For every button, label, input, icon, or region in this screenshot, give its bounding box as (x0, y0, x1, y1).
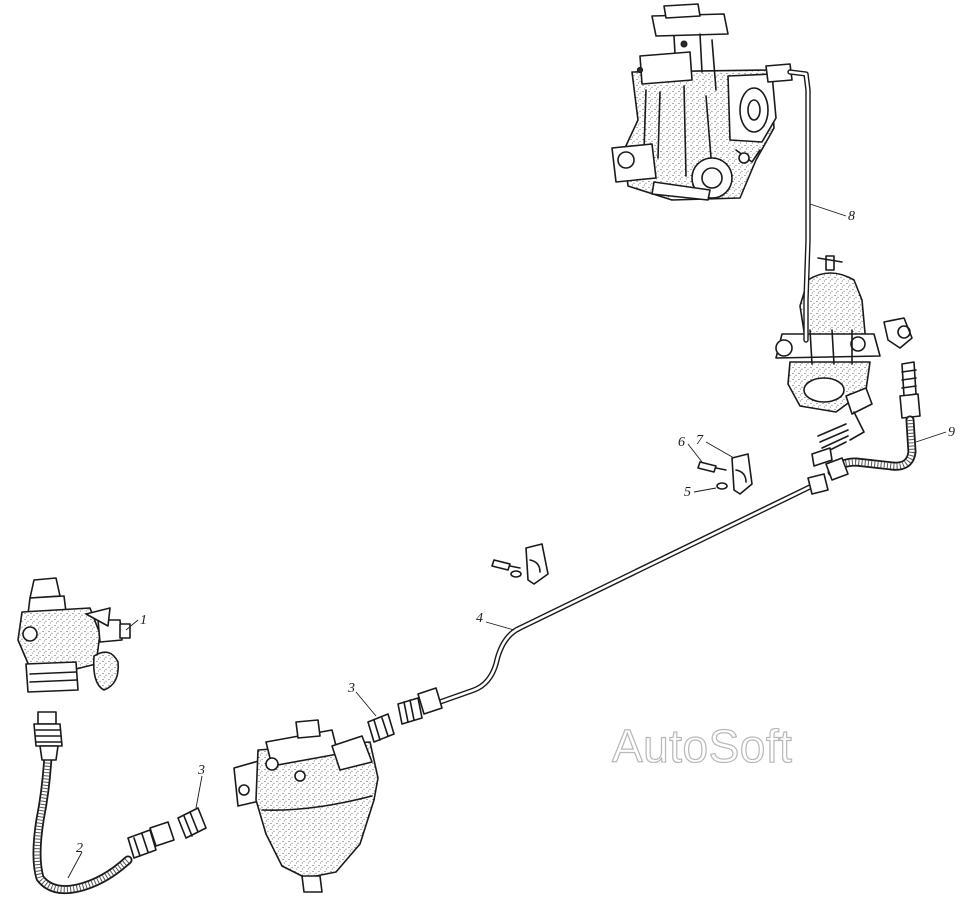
callout-7: 7 (696, 433, 704, 448)
washer-5 (716, 482, 728, 490)
fuel-tap-1 (17, 577, 131, 693)
callout-8: 8 (848, 209, 855, 224)
callout-3-right: 3 (347, 681, 355, 696)
clip-mid (491, 543, 549, 585)
clip-7 (731, 453, 753, 495)
fuel-filter (233, 719, 379, 893)
flexible-hose-2 (32, 711, 133, 895)
bolt-6 (697, 461, 727, 473)
union-fitting-3-right (367, 687, 443, 743)
callout-6: 6 (678, 435, 685, 450)
callout-leaders (67, 203, 947, 879)
fuel-tube-8 (787, 69, 811, 343)
callout-5: 5 (684, 485, 691, 500)
flexible-hose-9 (811, 361, 921, 481)
callout-4: 4 (476, 611, 483, 626)
union-fitting-3-left (127, 807, 207, 859)
fuel-line-4 (437, 473, 829, 705)
callout-9: 9 (948, 425, 955, 440)
callout-2: 2 (76, 841, 83, 856)
watermark: AutoSoft (612, 720, 792, 772)
callout-1: 1 (140, 613, 147, 628)
fuel-pump (775, 255, 913, 441)
callout-3-left: 3 (197, 763, 205, 778)
carburetor (611, 3, 793, 201)
